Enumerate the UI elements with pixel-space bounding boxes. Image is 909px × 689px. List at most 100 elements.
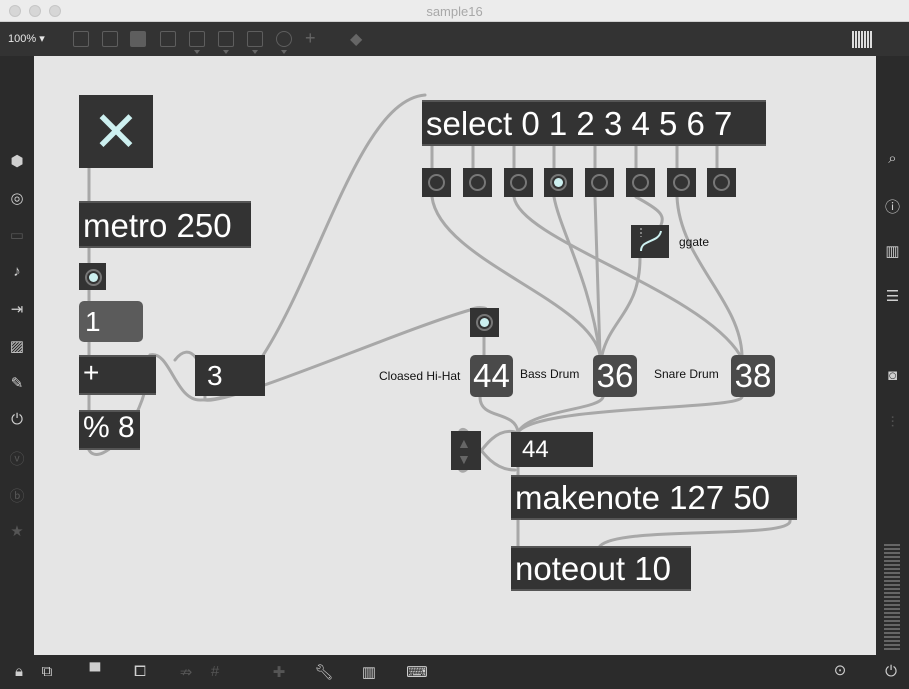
object-text: select 0 1 2 3 4 5 6 7 xyxy=(426,105,733,142)
patch-cord xyxy=(430,144,719,170)
paperclip-icon[interactable]: ✎ xyxy=(10,375,24,392)
list-icon[interactable]: ☰ xyxy=(885,288,900,305)
select-bang-1[interactable] xyxy=(463,168,492,197)
select-bang-5[interactable] xyxy=(626,168,655,197)
wrench-icon[interactable]: 🔧︎ xyxy=(314,664,334,681)
patch-cord xyxy=(598,518,792,548)
message-box-one[interactable]: 1 xyxy=(79,301,143,342)
star-icon[interactable]: ★ xyxy=(10,523,24,540)
zoom-window-button[interactable] xyxy=(49,5,61,17)
message-icon[interactable] xyxy=(102,31,118,47)
toggle[interactable]: ✕ xyxy=(79,95,153,168)
patch-cord xyxy=(675,195,744,357)
button-icon[interactable] xyxy=(189,31,205,47)
debug-icon[interactable]: ✚ xyxy=(272,664,286,681)
hihat-label: Cloased Hi-Hat xyxy=(379,369,461,383)
piano-icon[interactable]: ▥ xyxy=(361,664,377,681)
number-stepper[interactable]: ▲ ▼ xyxy=(451,431,481,470)
camera-icon[interactable]: ◙ xyxy=(887,367,898,384)
music-note-icon[interactable]: ♪ xyxy=(13,263,21,280)
cube-icon[interactable]: ⬢ xyxy=(10,153,24,170)
slider-icon[interactable] xyxy=(247,31,263,47)
select-bang-0[interactable] xyxy=(422,168,451,197)
select-object[interactable]: select 0 1 2 3 4 5 6 7 xyxy=(422,100,766,146)
object-text: noteout 10 xyxy=(515,550,671,587)
windows-icon[interactable]: ⧠ xyxy=(133,663,146,680)
patch-cord xyxy=(512,195,742,357)
beap-icon[interactable]: ⓑ xyxy=(9,488,25,505)
message-hihat[interactable]: 44 xyxy=(470,355,513,397)
reference-book-icon[interactable]: ▥ xyxy=(885,243,900,260)
vizzie-icon[interactable]: ⓥ xyxy=(9,451,25,468)
window-title: sample16 xyxy=(426,4,483,19)
patch-cord xyxy=(478,395,520,434)
ggate-object[interactable] xyxy=(631,225,669,258)
grid-icon[interactable] xyxy=(852,31,872,48)
comment-icon[interactable] xyxy=(130,31,146,47)
lock-icon[interactable]: 🔒︎ xyxy=(15,663,23,680)
select-bang-3[interactable] xyxy=(544,168,573,197)
patch-cord xyxy=(516,395,744,434)
arrow-down-icon[interactable]: ▼ xyxy=(457,451,471,467)
grid-snap-icon[interactable]: # xyxy=(210,663,220,680)
add-icon[interactable]: + xyxy=(305,28,316,48)
select-bang-2[interactable] xyxy=(504,168,533,197)
object-text: + xyxy=(83,357,100,388)
snare-drum-label: Snare Drum xyxy=(654,367,719,381)
toolbar: 100% ▾ + ◆ xyxy=(0,22,909,56)
target-icon[interactable]: ◎ xyxy=(10,190,24,207)
arrow-up-icon[interactable]: ▲ xyxy=(457,435,471,451)
metro-object[interactable]: metro 250 xyxy=(79,201,251,248)
patch-cord xyxy=(516,395,605,434)
keyboard-icon[interactable]: ⌨ xyxy=(406,664,428,681)
number-box-counter[interactable]: 3 xyxy=(195,355,265,396)
select-bang-4[interactable] xyxy=(585,168,614,197)
plus-object[interactable]: + xyxy=(79,355,156,395)
play-icon[interactable]: ⊙ xyxy=(833,662,847,679)
dial-icon[interactable] xyxy=(276,31,292,47)
zoom-dropdown[interactable]: 100% ▾ xyxy=(8,33,45,45)
number-box-note[interactable]: 44 xyxy=(511,432,593,467)
select-bang-6[interactable] xyxy=(667,168,696,197)
right-sidebar: ⌕ ⓘ ▥ ☰ ◙ ⫶ xyxy=(876,56,909,655)
number-value: 44 xyxy=(522,436,549,463)
object-icon[interactable] xyxy=(73,31,89,47)
message-bass-drum[interactable]: 36 xyxy=(593,355,637,397)
patch-cord xyxy=(593,195,602,357)
select-bang-7[interactable] xyxy=(707,168,736,197)
minimize-window-button[interactable] xyxy=(29,5,41,17)
search-icon[interactable]: ⌕ xyxy=(888,150,897,167)
message-snare-drum[interactable]: 38 xyxy=(731,355,775,397)
presentation-mode-icon[interactable]: ▀ xyxy=(89,663,101,680)
metro-bang-button[interactable] xyxy=(79,263,106,290)
object-text: makenote 127 50 xyxy=(515,479,771,516)
hihat-bang-button[interactable] xyxy=(470,308,499,337)
ggate-label: ggate xyxy=(679,235,710,249)
plug-icon[interactable]: ⏻ xyxy=(11,411,23,428)
number-value: 3 xyxy=(207,360,223,391)
gate-switch-icon xyxy=(640,228,662,252)
noteout-object[interactable]: noteout 10 xyxy=(511,546,691,591)
patch-cord xyxy=(634,195,664,227)
patch-cord xyxy=(600,256,642,357)
presentation-icon[interactable]: ⧉ xyxy=(41,663,53,680)
modulo-object[interactable]: % 8 xyxy=(79,410,140,450)
makenote-object[interactable]: makenote 127 50 xyxy=(511,475,797,520)
panel-icon[interactable]: ▭ xyxy=(9,227,25,244)
power-icon[interactable]: ⏻ xyxy=(885,663,897,680)
paint-bucket-icon[interactable]: ◆ xyxy=(350,31,363,48)
mixer-icon[interactable]: ⫶ xyxy=(890,414,895,431)
mute-icon[interactable]: ⇏ xyxy=(179,664,193,681)
level-meter xyxy=(884,544,900,650)
patch-cord xyxy=(430,195,602,357)
toggle-icon[interactable] xyxy=(160,31,176,47)
object-text: % 8 xyxy=(83,411,135,444)
image-icon[interactable]: ▨ xyxy=(9,338,25,355)
close-window-button[interactable] xyxy=(9,5,21,17)
number-icon[interactable] xyxy=(218,31,234,47)
info-icon[interactable]: ⓘ xyxy=(884,199,900,216)
object-text: metro 250 xyxy=(83,207,232,244)
left-sidebar: ⬢ ◎ ▭ ♪ ⇥ ▨ ✎ ⏻ ⓥ ⓑ ★ xyxy=(0,56,34,655)
playlist-icon[interactable]: ⇥ xyxy=(10,301,24,318)
